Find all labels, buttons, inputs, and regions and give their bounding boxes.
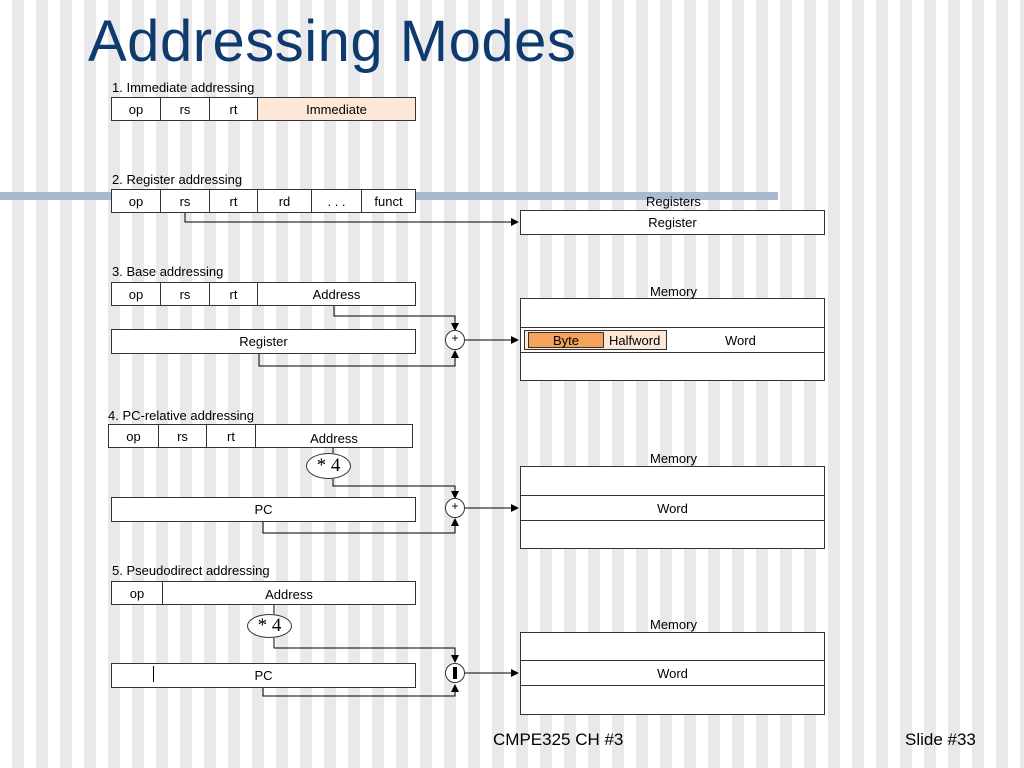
field-rt: rt <box>210 283 258 305</box>
field-funct: funct <box>374 194 403 209</box>
pseudo-pc-box: PC <box>111 663 416 688</box>
pseudo-multiply-by-four: * 4 <box>247 614 292 638</box>
concatenation-circle <box>445 663 465 683</box>
field-immediate: Immediate <box>258 98 415 120</box>
field-address: Address <box>310 431 358 446</box>
concatenation-bar <box>453 667 457 679</box>
wire-pcrel-mult-to-adder <box>332 479 459 499</box>
field-rd: rd <box>258 190 312 212</box>
register-cell: Register <box>520 210 825 235</box>
field-rs: rs <box>159 425 207 447</box>
word-label: Word <box>725 333 756 348</box>
mode3-heading: 3. Base addressing <box>112 264 224 279</box>
mode5-word-cell: Word <box>520 660 825 686</box>
wire-register-select <box>184 212 519 226</box>
mode4-word-cell: Word <box>520 495 825 521</box>
mode1-instruction: op rs rt Immediate <box>111 97 416 121</box>
mode4-memory-label: Memory <box>650 451 697 466</box>
mode2-instruction: op rs rt rd . . . funct <box>111 189 416 213</box>
slide-title: Addressing Modes <box>88 9 577 74</box>
base-adder: + <box>445 330 465 350</box>
field-rs: rs <box>161 190 210 212</box>
base-register-box: Register <box>111 329 416 354</box>
footer-course: CMPE325 CH #3 <box>493 730 624 749</box>
field-rs: rs <box>161 98 210 120</box>
field-address: Address <box>312 287 361 302</box>
field-op: op <box>109 425 159 447</box>
field-address: Address <box>265 587 313 602</box>
wire-base-address <box>333 305 459 331</box>
pcrel-adder: + <box>445 498 465 518</box>
mode4-heading: 4. PC-relative addressing <box>108 408 254 423</box>
field-op: op <box>112 98 161 120</box>
mode3-memory-label: Memory <box>650 284 697 299</box>
pcrel-multiply-by-four: * 4 <box>306 453 351 479</box>
mode2-heading: 2. Register addressing <box>112 172 243 187</box>
halfword-label: Halfword <box>609 333 661 348</box>
mode3-instruction: op rs rt Address <box>111 282 416 306</box>
field-rt: rt <box>210 190 258 212</box>
mode5-instruction: op Address <box>111 581 416 605</box>
mode4-instruction: op rs rt Address <box>108 424 413 448</box>
field-rt: rt <box>207 425 256 447</box>
pc-upper-bits-divider <box>153 666 154 682</box>
footer-slide-number: Slide #33 <box>905 730 976 749</box>
mode5-memory-label: Memory <box>650 617 697 632</box>
wire-pseudo-mult-to-concat <box>273 638 459 663</box>
registers-label: Registers <box>646 194 701 209</box>
field-op: op <box>112 283 161 305</box>
pcrel-pc-box: PC <box>111 497 416 522</box>
field-op: op <box>112 582 163 604</box>
field-ellipsis: . . . <box>312 190 362 212</box>
mode1-heading: 1. Immediate addressing <box>112 80 255 95</box>
field-rs: rs <box>161 283 210 305</box>
field-op: op <box>112 190 161 212</box>
mode5-heading: 5. Pseudodirect addressing <box>112 563 270 578</box>
byte-cell: Byte <box>528 332 604 348</box>
field-rt: rt <box>210 98 258 120</box>
